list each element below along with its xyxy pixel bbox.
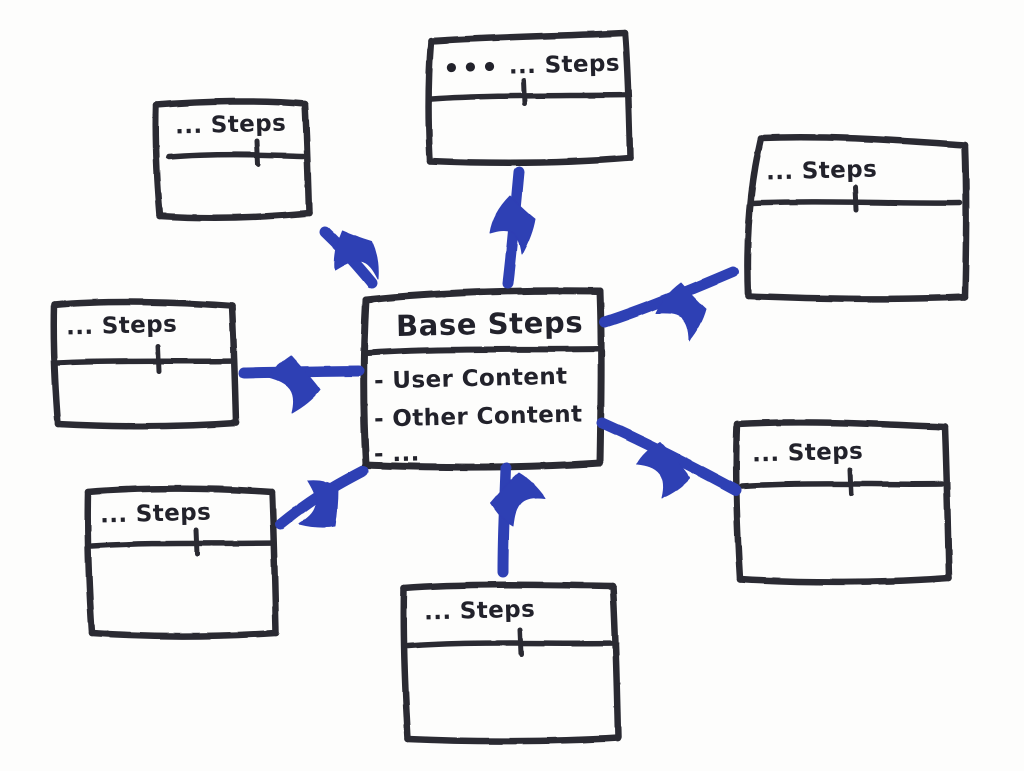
- node-box-left: [50, 298, 240, 430]
- node-box-center: [360, 287, 605, 471]
- node-box-bottom-left: [84, 485, 280, 640]
- arrow-center-to-left: [238, 355, 365, 414]
- node-divider-tick-bottom-right: [847, 467, 854, 497]
- node-box-top-left: [152, 98, 313, 221]
- node-divider-tick-top-left: [254, 138, 261, 167]
- arrow-center-to-bottom-left: [275, 465, 369, 530]
- node-box-right-upper: [744, 133, 970, 303]
- arrow-center-to-right-upper: [599, 266, 739, 342]
- node-divider-left: [54, 358, 237, 366]
- node-divider-tick-top: [521, 77, 528, 107]
- node-box-bottom: [400, 581, 622, 745]
- node-divider-tick-left: [155, 344, 162, 374]
- node-box-bottom-right: [732, 419, 953, 586]
- node-divider-top-left: [166, 151, 306, 160]
- node-divider-top: [429, 92, 631, 102]
- node-divider-bottom-right: [739, 481, 945, 489]
- node-divider-tick-bottom-left: [193, 527, 200, 557]
- node-divider-tick-right-upper: [852, 184, 859, 213]
- node-divider-tick-bottom: [517, 627, 524, 657]
- arrow-center-to-bottom-right: [596, 417, 742, 499]
- node-divider-bottom-left: [89, 540, 277, 549]
- node-divider-bottom: [405, 640, 619, 649]
- node-divider-right-upper: [749, 199, 963, 206]
- node-divider-center: [365, 346, 601, 356]
- node-box-top: [425, 29, 634, 166]
- arrow-center-to-bottom: [490, 462, 546, 578]
- arrow-center-to-top-left: [319, 226, 379, 289]
- arrow-center-to-top: [489, 166, 536, 289]
